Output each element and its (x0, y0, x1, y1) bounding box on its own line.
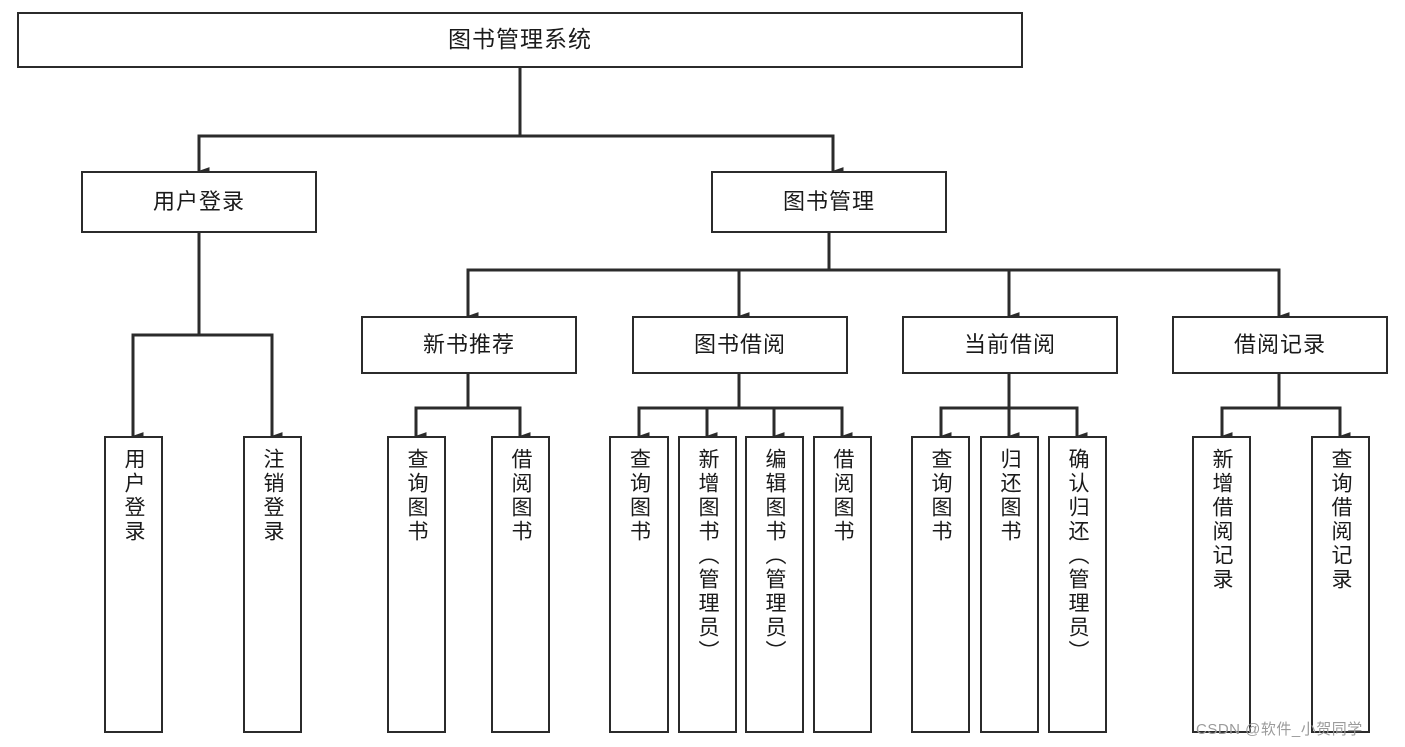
leaf-current-query-book[interactable]: 查询图书 (911, 436, 970, 733)
node-label: 新书推荐 (422, 332, 515, 358)
node-label: 归还图书 (998, 448, 1022, 544)
leaf-new-book-borrow[interactable]: 借阅图书 (491, 436, 550, 733)
node-book-borrow[interactable]: 图书借阅 (632, 316, 848, 374)
node-borrow-records[interactable]: 借阅记录 (1172, 316, 1388, 374)
node-label: 注销登录 (261, 448, 285, 544)
node-new-book-recommend[interactable]: 新书推荐 (361, 316, 577, 374)
leaf-records-add[interactable]: 新增借阅记录 (1192, 436, 1251, 733)
node-label: 查询图书 (405, 448, 429, 544)
leaf-current-return-book[interactable]: 归还图书 (980, 436, 1039, 733)
leaf-borrow-add-book[interactable]: 新增图书（管理员） (678, 436, 737, 733)
node-label: 借阅记录 (1233, 332, 1326, 358)
node-label: 用户登录 (152, 189, 245, 215)
node-label: 确认归还（管理员） (1066, 448, 1090, 664)
node-label: 新增借阅记录 (1210, 448, 1234, 592)
node-label: 借阅图书 (509, 448, 533, 544)
node-label: 查询图书 (627, 448, 651, 544)
leaf-borrow-borrow-book[interactable]: 借阅图书 (813, 436, 872, 733)
node-label: 编辑图书（管理员） (763, 448, 787, 664)
leaf-new-book-query[interactable]: 查询图书 (387, 436, 446, 733)
node-label: 新增图书（管理员） (696, 448, 720, 664)
node-label: 当前借阅 (963, 332, 1056, 358)
node-book-management[interactable]: 图书管理 (711, 171, 947, 233)
leaf-current-confirm-return[interactable]: 确认归还（管理员） (1048, 436, 1107, 733)
node-label: 查询图书 (929, 448, 953, 544)
node-label: 图书管理 (782, 189, 875, 215)
node-label: 图书借阅 (693, 332, 786, 358)
leaf-borrow-query-book[interactable]: 查询图书 (609, 436, 669, 733)
node-user-login[interactable]: 用户登录 (81, 171, 317, 233)
node-label: 借阅图书 (831, 448, 855, 544)
node-root-system[interactable]: 图书管理系统 (17, 12, 1023, 68)
node-label: 图书管理系统 (448, 26, 592, 53)
csdn-watermark: CSDN @软件_小贺同学 (1196, 721, 1363, 738)
leaf-user-login-signout[interactable]: 注销登录 (243, 436, 302, 733)
node-label: 查询借阅记录 (1329, 448, 1353, 592)
leaf-user-login-signin[interactable]: 用户登录 (104, 436, 163, 733)
leaf-borrow-edit-book[interactable]: 编辑图书（管理员） (745, 436, 804, 733)
node-label: 用户登录 (122, 448, 146, 544)
leaf-records-query[interactable]: 查询借阅记录 (1311, 436, 1370, 733)
node-current-borrow[interactable]: 当前借阅 (902, 316, 1118, 374)
